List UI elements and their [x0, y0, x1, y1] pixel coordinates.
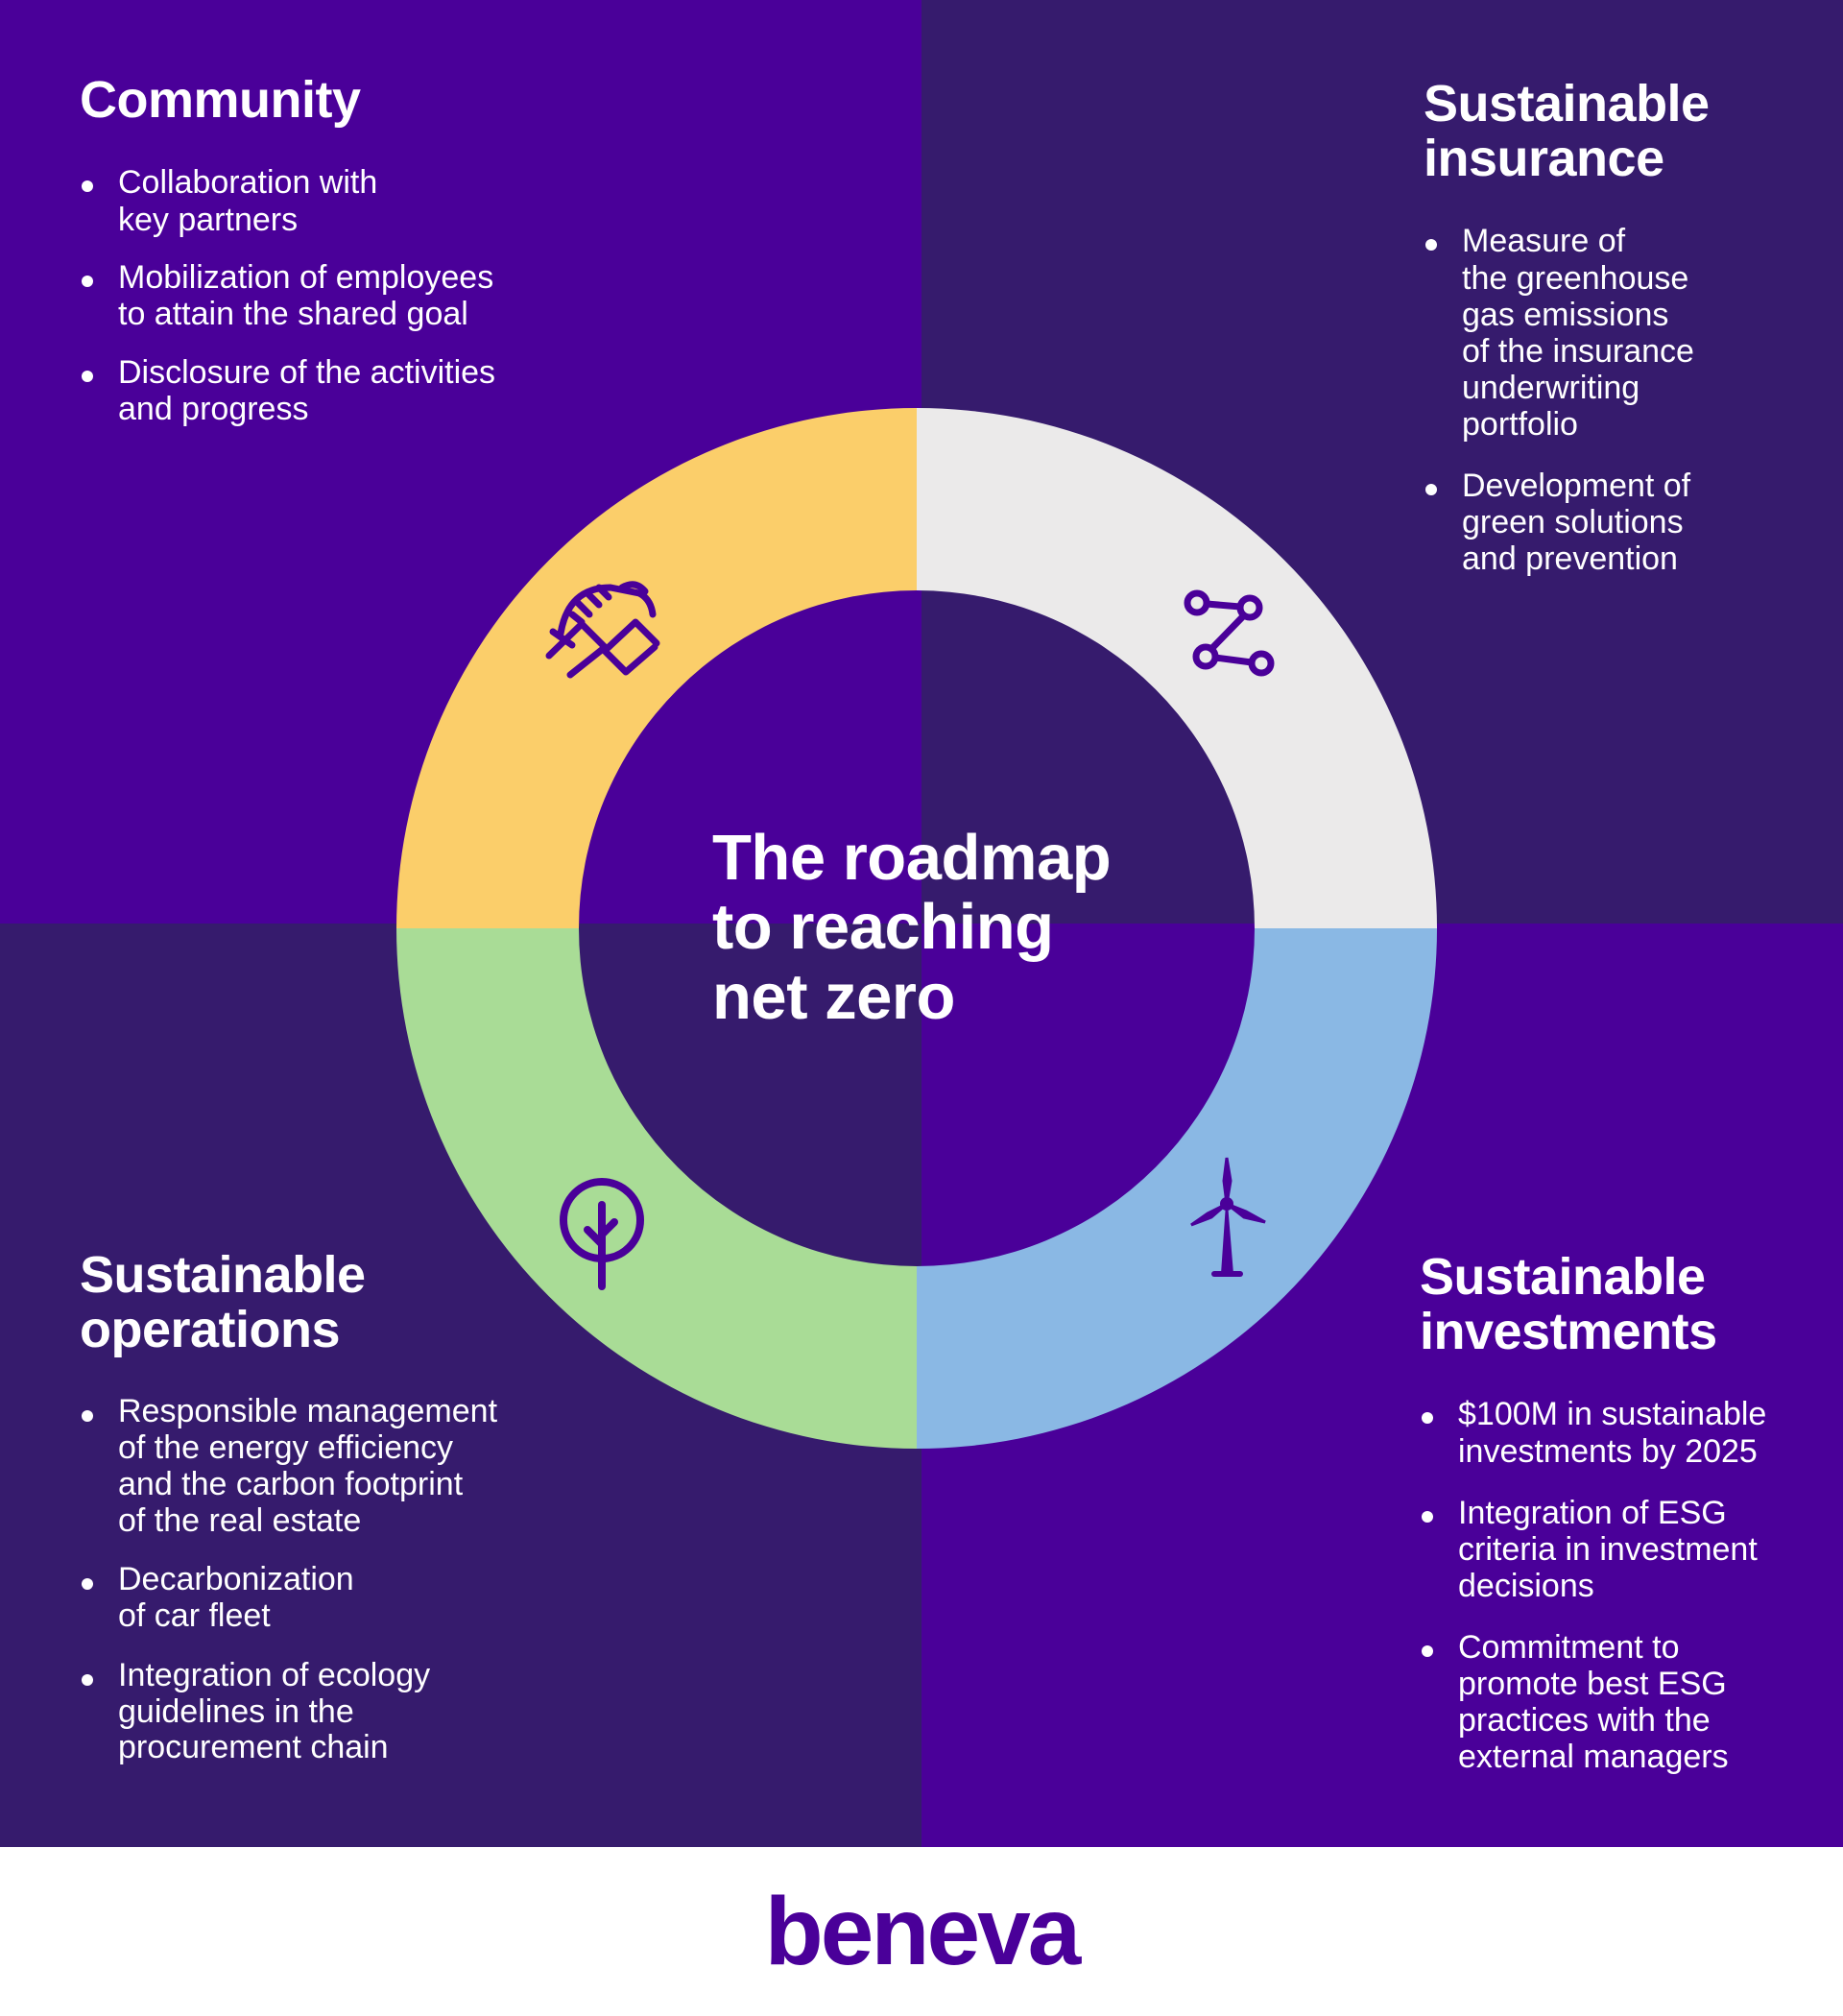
trend-line-icon — [1184, 589, 1275, 677]
community-list: Collaboration with key partners Mobiliza… — [80, 164, 495, 427]
list-item: Decarbonization of car fleet — [80, 1562, 497, 1634]
handshake-icon — [545, 581, 660, 679]
investments-list: $100M in sustainable investments by 2025… — [1420, 1396, 1766, 1775]
section-insurance: Sustainable insurance Measure of the gre… — [1424, 75, 1710, 602]
list-item: Integration of ESG criteria in investmen… — [1420, 1495, 1766, 1604]
wind-turbine-icon — [1190, 1157, 1266, 1277]
beneva-logo: beneva — [764, 1878, 1082, 1985]
tree-icon — [560, 1178, 644, 1290]
roadmap-ring — [396, 408, 1437, 1449]
center-title: The roadmap to reaching net zero — [712, 822, 1112, 1033]
section-community: Community Collaboration with key partner… — [80, 71, 495, 449]
section-operations: Sustainable operations Responsible manag… — [80, 1246, 497, 1789]
list-item: Responsible management of the energy eff… — [80, 1394, 497, 1539]
list-item: $100M in sustainable investments by 2025 — [1420, 1396, 1766, 1470]
list-item: Integration of ecology guidelines in the… — [80, 1657, 497, 1766]
footer — [0, 1847, 1843, 2016]
section-title-insurance: Sustainable insurance — [1424, 75, 1710, 188]
list-item: Disclosure of the activities and progres… — [80, 354, 495, 428]
list-item: Mobilization of employees to attain the … — [80, 259, 495, 333]
ring-segment-insurance — [917, 408, 1437, 928]
list-item: Commitment to promote best ESG practices… — [1420, 1629, 1766, 1775]
ring-segment-investments — [917, 928, 1437, 1449]
section-title-operations: Sustainable operations — [80, 1246, 366, 1359]
list-item: Collaboration with key partners — [80, 164, 495, 238]
ring-segment-operations — [396, 928, 917, 1449]
section-investments: Sustainable investments $100M in sustain… — [1420, 1248, 1766, 1800]
operations-list: Responsible management of the energy eff… — [80, 1394, 497, 1766]
insurance-list: Measure of the greenhouse gas emissions … — [1424, 223, 1710, 577]
list-item: Development of green solutions and preve… — [1424, 468, 1710, 577]
section-title-community: Community — [80, 71, 361, 129]
ring-segment-community — [396, 408, 917, 928]
list-item: Measure of the greenhouse gas emissions … — [1424, 223, 1710, 443]
section-title-investments: Sustainable investments — [1420, 1248, 1717, 1361]
